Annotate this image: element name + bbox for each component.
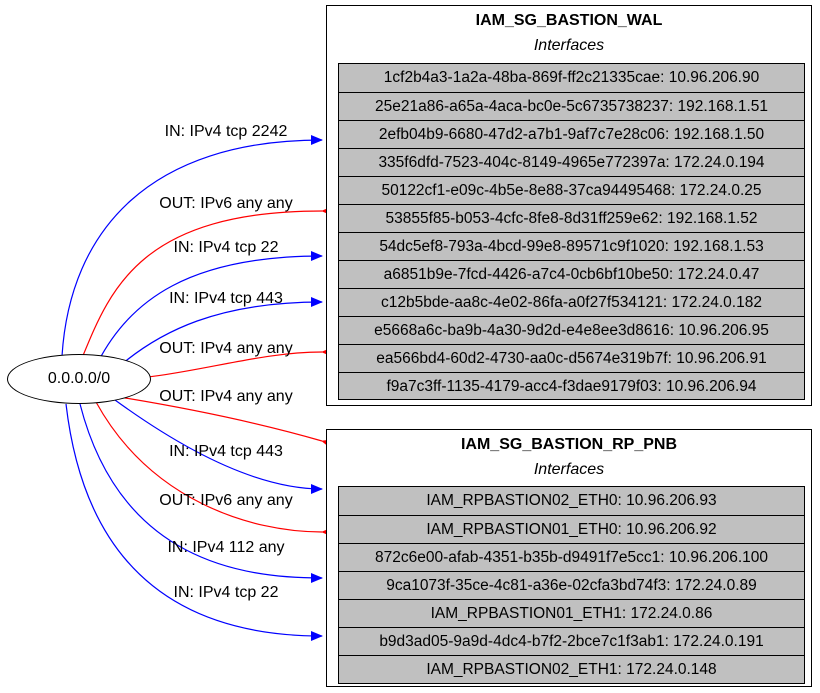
edge-label: IN: IPv4 tcp 443 — [169, 443, 283, 460]
interface-row: 25e21a86-a65a-4aca-bc0e-5c6735738237: 19… — [339, 92, 804, 120]
interface-list: 1cf2b4a3-1a2a-48ba-869f-ff2c21335cae: 10… — [338, 63, 805, 400]
edge-in-line[interactable] — [65, 403, 323, 641]
security-group-bastion-wal[interactable]: IAM_SG_BASTION_WAL Interfaces 1cf2b4a3-1… — [326, 5, 812, 406]
security-group-bastion-rp-pnb[interactable]: IAM_SG_BASTION_RP_PNB Interfaces IAM_RPB… — [326, 429, 812, 687]
interface-row: IAM_RPBASTION01_ETH1: 172.24.0.86 — [339, 599, 804, 627]
group-subtitle: Interfaces — [533, 37, 605, 54]
interface-row: b9d3ad05-9a9d-4dc4-b7f2-2bce7c1f3ab1: 17… — [339, 627, 804, 655]
edge-label: OUT: IPv4 any any — [159, 340, 292, 357]
edge-in-line[interactable] — [97, 251, 323, 363]
edge-label: IN: IPv4 tcp 443 — [169, 290, 283, 307]
edge-in-line[interactable] — [114, 399, 323, 494]
source-node-label: 0.0.0.0/0 — [47, 370, 111, 387]
interface-row: ea566bd4-60d2-4730-aa0c-d5674e319b7f: 10… — [339, 344, 804, 372]
interface-row: 2efb04b9-6680-47d2-a7b1-9af7c7e28c06: 19… — [339, 120, 804, 148]
interface-row: a6851b9e-7fcd-4426-a7c4-0cb6bf10be50: 17… — [339, 260, 804, 288]
edge-label: IN: IPv4 tcp 22 — [174, 239, 279, 256]
interface-row: IAM_RPBASTION01_ETH0: 10.96.206.92 — [339, 515, 804, 543]
interface-row: IAM_RPBASTION02_ETH1: 172.24.0.148 — [339, 655, 804, 683]
edge-label: IN: IPv4 tcp 22 — [174, 584, 279, 601]
source-node[interactable]: 0.0.0.0/0 — [7, 354, 151, 404]
edge-label: IN: IPv4 112 any — [167, 539, 284, 556]
group-title: IAM_SG_BASTION_RP_PNB — [460, 436, 678, 453]
interface-row: e5668a6c-ba9b-4a30-9d2d-e4e8ee3d8616: 10… — [339, 316, 804, 344]
interface-row: 872c6e00-afab-4351-b35b-d9491f7e5cc1: 10… — [339, 543, 804, 571]
edge-label: OUT: IPv6 any any — [159, 492, 292, 509]
edge-in-line[interactable] — [61, 135, 323, 357]
edge-out-line[interactable] — [81, 205, 334, 359]
interface-row: 1cf2b4a3-1a2a-48ba-869f-ff2c21335cae: 10… — [383, 69, 760, 86]
group-subtitle: Interfaces — [533, 461, 605, 478]
interface-row: 335f6dfd-7523-404c-8149-4965e772397a: 17… — [339, 148, 804, 176]
edge-in-line[interactable] — [79, 403, 323, 583]
interface-row: 50122cf1-e09c-4b5e-8e88-37ca94495468: 17… — [339, 176, 804, 204]
interface-row: c12b5bde-aa8c-4e02-86fa-a0f27f534121: 17… — [339, 288, 804, 316]
edge-label: OUT: IPv4 any any — [159, 388, 292, 405]
interface-row: f9a7c3ff-1135-4179-acc4-f3dae9179f03: 10… — [339, 372, 804, 400]
edge-in-line[interactable] — [114, 297, 323, 371]
edge-out-line[interactable] — [95, 401, 334, 538]
group-title: IAM_SG_BASTION_WAL — [475, 12, 663, 29]
edge-label: OUT: IPv6 any any — [159, 195, 292, 212]
edge-out-line[interactable] — [112, 395, 334, 449]
interface-row: 54dc5ef8-793a-4bcd-99e8-89571c9f1020: 19… — [339, 232, 804, 260]
edge-label: IN: IPv4 tcp 2242 — [165, 123, 288, 140]
interface-row: 53855f85-b053-4cfc-8fe8-8d31ff259e62: 19… — [339, 204, 804, 232]
interface-row: IAM_RPBASTION02_ETH0: 10.96.206.93 — [426, 492, 717, 509]
interface-row: 9ca1073f-35ce-4c81-a36e-02cfa3bd74f3: 17… — [339, 571, 804, 599]
